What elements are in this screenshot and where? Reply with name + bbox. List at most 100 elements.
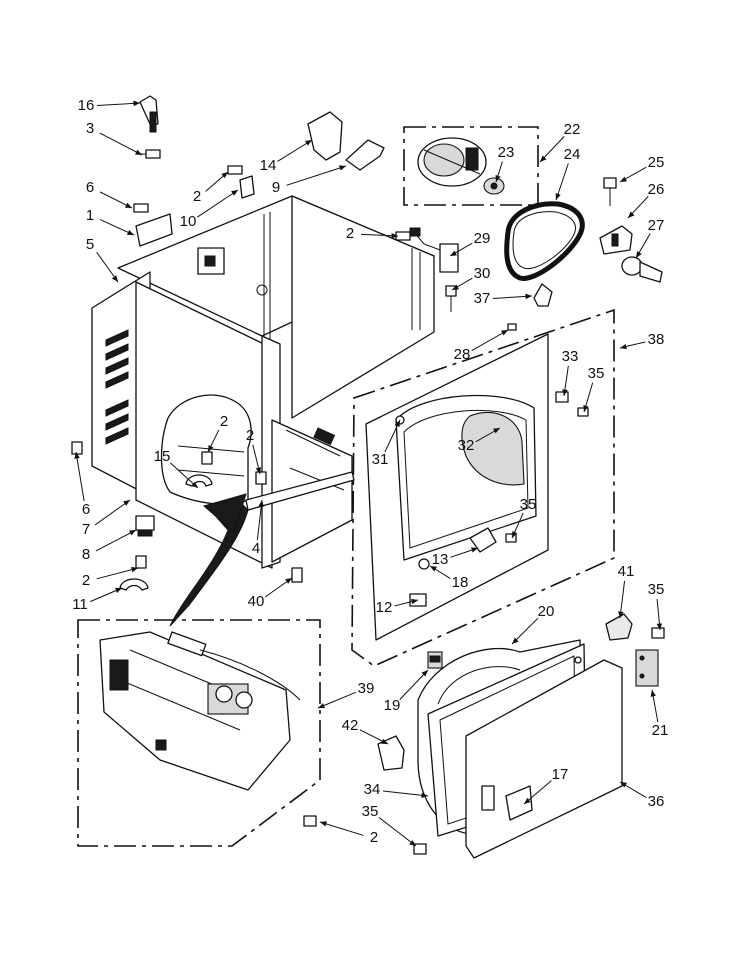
callout-c6a: 6 bbox=[86, 179, 94, 196]
front-panel-box bbox=[351, 308, 615, 667]
support-rod bbox=[245, 471, 355, 511]
foot-8 bbox=[135, 515, 155, 537]
arrowhead-c30 bbox=[452, 284, 459, 290]
leader-c6b bbox=[75, 451, 85, 502]
leader-c9 bbox=[286, 165, 347, 186]
screw-6-top bbox=[133, 203, 149, 213]
callout-c37: 37 bbox=[474, 290, 491, 307]
arrowhead-c35c bbox=[656, 623, 663, 630]
arrowhead-c15 bbox=[191, 481, 198, 488]
screw-2-mid bbox=[395, 231, 411, 241]
screw-2-inner bbox=[201, 451, 213, 465]
callout-c12: 12 bbox=[376, 599, 393, 616]
arrowhead-c2b bbox=[391, 233, 398, 239]
callout-c16: 16 bbox=[78, 97, 95, 114]
callout-c5: 5 bbox=[86, 236, 94, 253]
callout-c2b: 2 bbox=[346, 225, 354, 242]
callout-c11: 11 bbox=[72, 596, 88, 613]
cabinet-assembly bbox=[91, 195, 435, 569]
roller-37 bbox=[533, 283, 553, 307]
arrowhead-c22 bbox=[540, 155, 547, 162]
callout-c28: 28 bbox=[454, 346, 471, 363]
assembly-arrow bbox=[169, 497, 249, 627]
motor-assembly-box bbox=[403, 126, 539, 206]
callout-c39: 39 bbox=[358, 680, 375, 697]
leader-lines bbox=[74, 100, 663, 847]
callout-c38: 38 bbox=[648, 331, 665, 348]
callout-c31: 31 bbox=[372, 451, 389, 468]
arrowhead-c36 bbox=[620, 782, 627, 788]
callout-c36: 36 bbox=[648, 793, 665, 810]
leader-c4 bbox=[256, 499, 263, 541]
arrowhead-c2a bbox=[221, 172, 228, 179]
screw-30 bbox=[445, 285, 457, 312]
leader-c39 bbox=[317, 691, 356, 709]
arrowhead-c20 bbox=[512, 637, 519, 644]
arrowhead-c18 bbox=[430, 566, 437, 572]
leader-c2f bbox=[319, 821, 364, 836]
clip-9 bbox=[345, 139, 385, 171]
arrowhead-c42 bbox=[381, 738, 388, 744]
callout-c4: 4 bbox=[252, 540, 260, 557]
screw-25 bbox=[603, 177, 617, 206]
callout-c22: 22 bbox=[564, 121, 581, 138]
arrowhead-c35a bbox=[583, 405, 589, 412]
callout-c13: 13 bbox=[432, 551, 449, 568]
bracket-1 bbox=[135, 213, 173, 247]
bracket-14 bbox=[307, 111, 343, 161]
arrowhead-c24 bbox=[555, 193, 561, 200]
leader-c14 bbox=[277, 139, 313, 162]
screw-2-bottom bbox=[135, 555, 147, 569]
clip-11 bbox=[119, 578, 149, 591]
callout-c21: 21 bbox=[652, 722, 669, 739]
arrowhead-c40 bbox=[285, 578, 292, 584]
arrowhead-c34 bbox=[421, 792, 428, 799]
callout-c6b: 6 bbox=[82, 501, 90, 518]
callout-c10: 10 bbox=[180, 213, 197, 230]
callout-c7: 7 bbox=[82, 521, 90, 538]
harness-29 bbox=[409, 227, 459, 273]
callout-c23: 23 bbox=[498, 144, 515, 161]
arrowhead-c29 bbox=[450, 250, 457, 256]
screw-3 bbox=[140, 149, 161, 159]
arrowhead-c9 bbox=[339, 165, 346, 171]
leader-c28 bbox=[471, 329, 509, 352]
screw-2-rod bbox=[255, 471, 267, 485]
leader-c7 bbox=[94, 499, 131, 526]
callout-c1: 1 bbox=[86, 207, 94, 224]
arrowhead-c35b bbox=[512, 531, 518, 538]
side-panel-vents bbox=[105, 329, 129, 445]
leader-c35d bbox=[378, 816, 417, 847]
callout-c35a: 35 bbox=[588, 365, 605, 382]
callout-c34: 34 bbox=[364, 781, 381, 798]
callout-c9: 9 bbox=[272, 179, 280, 196]
arrowhead-c6a bbox=[125, 202, 132, 208]
bracket-26 bbox=[599, 225, 633, 255]
arrowhead-c25 bbox=[620, 176, 627, 182]
callout-c42: 42 bbox=[342, 717, 359, 734]
outer-door-36 bbox=[465, 659, 623, 859]
screw-2-top bbox=[227, 165, 243, 175]
callout-c8: 8 bbox=[82, 546, 90, 563]
screw-6-bottom bbox=[71, 441, 83, 455]
arrowhead-c16 bbox=[133, 100, 140, 107]
arrowhead-c14 bbox=[305, 140, 312, 146]
label-40 bbox=[291, 567, 303, 583]
base-assembly-39 bbox=[99, 631, 301, 791]
cabinet-cutaway-region bbox=[160, 394, 252, 505]
arrowhead-c41 bbox=[618, 611, 624, 618]
arrowhead-c37 bbox=[525, 293, 532, 300]
callout-c30: 30 bbox=[474, 265, 491, 282]
front-panel-38 bbox=[365, 323, 589, 641]
callout-c19: 19 bbox=[384, 697, 401, 714]
arrowhead-c21 bbox=[650, 690, 656, 697]
leader-c19 bbox=[399, 669, 429, 700]
arrowhead-c23 bbox=[495, 175, 501, 182]
base-assembly-box bbox=[77, 619, 321, 847]
leader-c8 bbox=[95, 529, 137, 552]
arrowhead-c28 bbox=[501, 330, 508, 336]
arrowhead-c19 bbox=[421, 670, 428, 677]
callout-c32: 32 bbox=[458, 437, 475, 454]
callout-c40: 40 bbox=[248, 593, 265, 610]
